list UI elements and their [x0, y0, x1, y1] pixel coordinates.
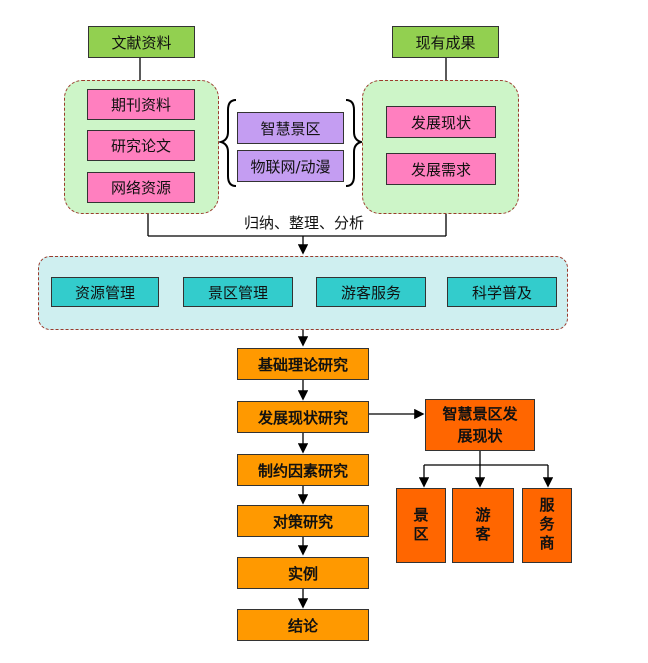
- domain-resource-label: 资源管理: [74, 283, 135, 302]
- step-theory-label: 基础理论研究: [257, 355, 348, 374]
- status-item-label: 发展现状: [410, 113, 471, 132]
- step-constraints-label: 制约因素研究: [257, 461, 348, 480]
- papers-item: 研究论文: [87, 130, 195, 161]
- literature-title-label: 文献资料: [111, 33, 172, 52]
- step-theory: 基础理论研究: [237, 348, 369, 380]
- iot-animation-item: 物联网/动漫: [237, 150, 344, 182]
- domain-resource: 资源管理: [51, 277, 159, 307]
- existing-results-title: 现有成果: [392, 26, 499, 58]
- domain-science: 科学普及: [447, 277, 557, 307]
- web-resources-item-label: 网络资源: [110, 179, 171, 197]
- iot-animation-item-label: 物联网/动漫: [250, 157, 331, 176]
- step-strategy-label: 对策研究: [272, 512, 333, 531]
- step-conclusion: 结论: [237, 609, 369, 641]
- branch-visitor-label: 游客: [473, 506, 492, 545]
- branch-provider: 服务商: [522, 488, 572, 563]
- domain-visitor-label: 游客服务: [340, 283, 401, 302]
- branch-scenic: 景区: [396, 488, 446, 563]
- web-resources-item: 网络资源: [87, 172, 195, 203]
- domain-visitor: 游客服务: [316, 277, 426, 307]
- step-constraints: 制约因素研究: [237, 454, 369, 486]
- papers-item-label: 研究论文: [110, 137, 171, 155]
- domain-scenic: 景区管理: [183, 277, 293, 307]
- smart-scenic-item: 智慧景区: [237, 112, 344, 144]
- existing-results-group: [362, 80, 519, 214]
- branch-provider-label: 服务商: [537, 497, 556, 554]
- demand-item-label: 发展需求: [410, 160, 471, 179]
- step-case-label: 实例: [287, 564, 318, 583]
- step-strategy: 对策研究: [237, 505, 369, 537]
- brace-shapes: [217, 99, 365, 187]
- step-conclusion-label: 结论: [287, 616, 318, 635]
- status-item: 发展现状: [386, 106, 496, 138]
- domain-scenic-label: 景区管理: [207, 283, 268, 302]
- step-case: 实例: [237, 557, 369, 589]
- journal-item-label: 期刊资料: [110, 96, 171, 114]
- branch-scenic-label: 景区: [411, 506, 430, 545]
- demand-item: 发展需求: [386, 153, 496, 185]
- step-status: 发展现状研究: [237, 401, 369, 433]
- domain-science-label: 科学普及: [471, 283, 532, 302]
- branch-status-label: 智慧景区发展现状: [442, 405, 518, 445]
- journal-item: 期刊资料: [87, 89, 195, 120]
- step-status-label: 发展现状研究: [257, 408, 348, 427]
- existing-results-title-label: 现有成果: [415, 33, 476, 52]
- literature-title: 文献资料: [88, 26, 195, 58]
- smart-scenic-item-label: 智慧景区: [260, 119, 321, 138]
- branch-status: 智慧景区发展现状: [425, 399, 535, 451]
- branch-visitor: 游客: [452, 488, 514, 563]
- merge-label: 归纳、整理、分析: [244, 214, 365, 232]
